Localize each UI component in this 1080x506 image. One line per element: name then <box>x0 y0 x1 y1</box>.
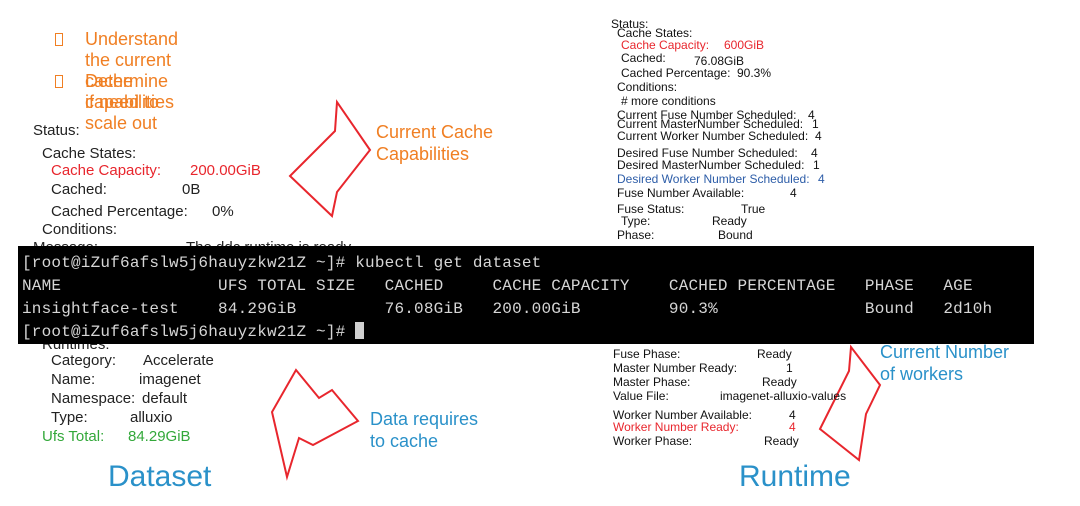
terminal-prompt: [root@iZuf6afslw5j6hauyzkw21Z ~]# <box>22 323 356 341</box>
rt-master-phase-value: Ready <box>762 375 797 389</box>
rt-fuse-status-value: True <box>741 202 766 216</box>
rt-phase-value: Bound <box>718 228 753 242</box>
dataset-title: Dataset <box>108 460 212 493</box>
cached-percentage-value: 0% <box>212 203 234 220</box>
rt-des-fuse-label: Desired Fuse Number Scheduled: <box>617 146 798 160</box>
cached-value: 0B <box>182 181 201 198</box>
rt-des-master-value: 1 <box>813 158 820 172</box>
rt-cached-label: Cached: <box>621 51 666 65</box>
terminal-table-header: NAME UFS TOTAL SIZE CACHED CACHE CAPACIT… <box>22 277 973 295</box>
terminal-table-row: insightface-test 84.29GiB 76.08GiB 200.0… <box>22 300 993 318</box>
rt-phase-label: Phase: <box>617 228 655 242</box>
rt-des-master-label: Desired MasterNumber Scheduled: <box>617 158 805 172</box>
annotation-line: Current Cache <box>376 122 494 142</box>
ufs-total-label: Ufs Total: <box>42 428 105 445</box>
rt-cached-percentage-value: 90.3% <box>737 66 772 80</box>
name-label: Name: <box>51 371 96 388</box>
rt-cur-master-label: Current MasterNumber Scheduled: <box>617 117 804 131</box>
rt-type-value: Ready <box>712 214 747 228</box>
name-value: imagenet <box>139 371 201 388</box>
rt-cur-worker-value: 4 <box>815 129 822 143</box>
rt-fuse-avail-label: Fuse Number Available: <box>617 186 745 200</box>
status-label: Status: <box>33 122 80 139</box>
annotation-line: of workers <box>880 364 964 384</box>
runtime-title: Runtime <box>739 460 851 493</box>
rt-cur-fuse-label: Current Fuse Number Scheduled: <box>617 108 797 122</box>
rt-worker-avail-label: Worker Number Available: <box>613 408 752 422</box>
data-requires-annotation: Data requires to cache <box>370 408 478 452</box>
rt-cache-capacity-value: 600GiB <box>724 38 765 52</box>
rt-status-label: Status: <box>611 17 649 31</box>
rt-cur-worker-label: Current Worker Number Scheduled: <box>617 129 809 143</box>
rt-cur-master-value: 1 <box>812 117 819 131</box>
rt-value-file-value: imagenet-alluxio-values <box>720 389 847 403</box>
type-label: Type: <box>51 409 88 426</box>
rt-cached-value: 76.08GiB <box>694 54 745 68</box>
rt-fuse-phase-label: Fuse Phase: <box>613 347 681 361</box>
cache-states-label: Cache States: <box>42 145 137 162</box>
rt-worker-avail-value: 4 <box>789 408 796 422</box>
rt-des-fuse-value: 4 <box>811 146 818 160</box>
annotation-line: Current Number <box>880 342 1010 362</box>
current-cache-annotation: Current Cache Capabilities <box>376 121 493 165</box>
annotation-line: Data requires <box>370 409 479 429</box>
ufs-total-value: 84.29GiB <box>128 428 191 445</box>
category-label: Category: <box>51 352 117 369</box>
rt-fuse-avail-value: 4 <box>790 186 797 200</box>
rt-fuse-phase-value: Ready <box>757 347 792 361</box>
annotation-line: Capabilities <box>376 144 470 164</box>
rt-more-conditions: # more conditions <box>621 94 716 108</box>
namespace-label: Namespace: <box>51 390 136 407</box>
arrow-current-workers-icon <box>818 344 882 462</box>
rt-type-label: Type: <box>621 214 651 228</box>
type-value: alluxio <box>130 409 173 426</box>
rt-cache-states-label: Cache States: <box>617 26 693 40</box>
rt-cur-fuse-value: 4 <box>808 108 815 122</box>
cache-capacity-label: Cache Capacity: <box>51 162 162 179</box>
arrow-data-requires-icon <box>270 368 360 481</box>
rt-fuse-status-label: Fuse Status: <box>617 202 685 216</box>
rt-worker-phase-value: Ready <box>764 434 799 448</box>
bullet-text: Understand the current cache capabilitie… <box>85 29 179 112</box>
arrow-current-cache-icon <box>288 99 372 218</box>
rt-master-ready-label: Master Number Ready: <box>613 361 738 375</box>
terminal-cursor-icon <box>355 322 365 339</box>
current-workers-annotation: Current Number of workers <box>880 341 1009 385</box>
rt-master-phase-label: Master Phase: <box>613 375 691 389</box>
rt-value-file-label: Value File: <box>613 389 669 403</box>
terminal-prompt-line[interactable]: [root@iZuf6afslw5j6hauyzkw21Z ~]# <box>22 322 365 341</box>
rt-worker-ready-label: Worker Number Ready: <box>613 420 739 434</box>
cached-percentage-label: Cached Percentage: <box>51 203 188 220</box>
rt-worker-ready-value: 4 <box>789 420 796 434</box>
rt-des-worker-value: 4 <box>818 172 825 186</box>
rt-cache-capacity-label: Cache Capacity: <box>621 38 710 52</box>
cache-capacity-value: 200.00GiB <box>190 162 261 179</box>
conditions-label: Conditions: <box>42 221 118 238</box>
annotation-line: to cache <box>370 431 439 451</box>
bullet-text: Determine if need to scale out <box>85 71 169 133</box>
rt-master-ready-value: 1 <box>786 361 793 375</box>
namespace-value: default <box>142 390 188 407</box>
terminal-command-line: [root@iZuf6afslw5j6hauyzkw21Z ~]# kubect… <box>22 254 542 272</box>
bullet-box-icon <box>55 33 63 46</box>
terminal-window[interactable]: [root@iZuf6afslw5j6hauyzkw21Z ~]# kubect… <box>18 246 1034 344</box>
rt-des-worker-label: Desired Worker Number Scheduled: <box>617 172 810 186</box>
rt-cached-percentage-label: Cached Percentage: <box>621 66 731 80</box>
category-value: Accelerate <box>143 352 214 369</box>
rt-worker-phase-label: Worker Phase: <box>613 434 693 448</box>
bullet-box-icon <box>55 75 63 88</box>
cached-label: Cached: <box>51 181 107 198</box>
rt-conditions-label: Conditions: <box>617 80 678 94</box>
